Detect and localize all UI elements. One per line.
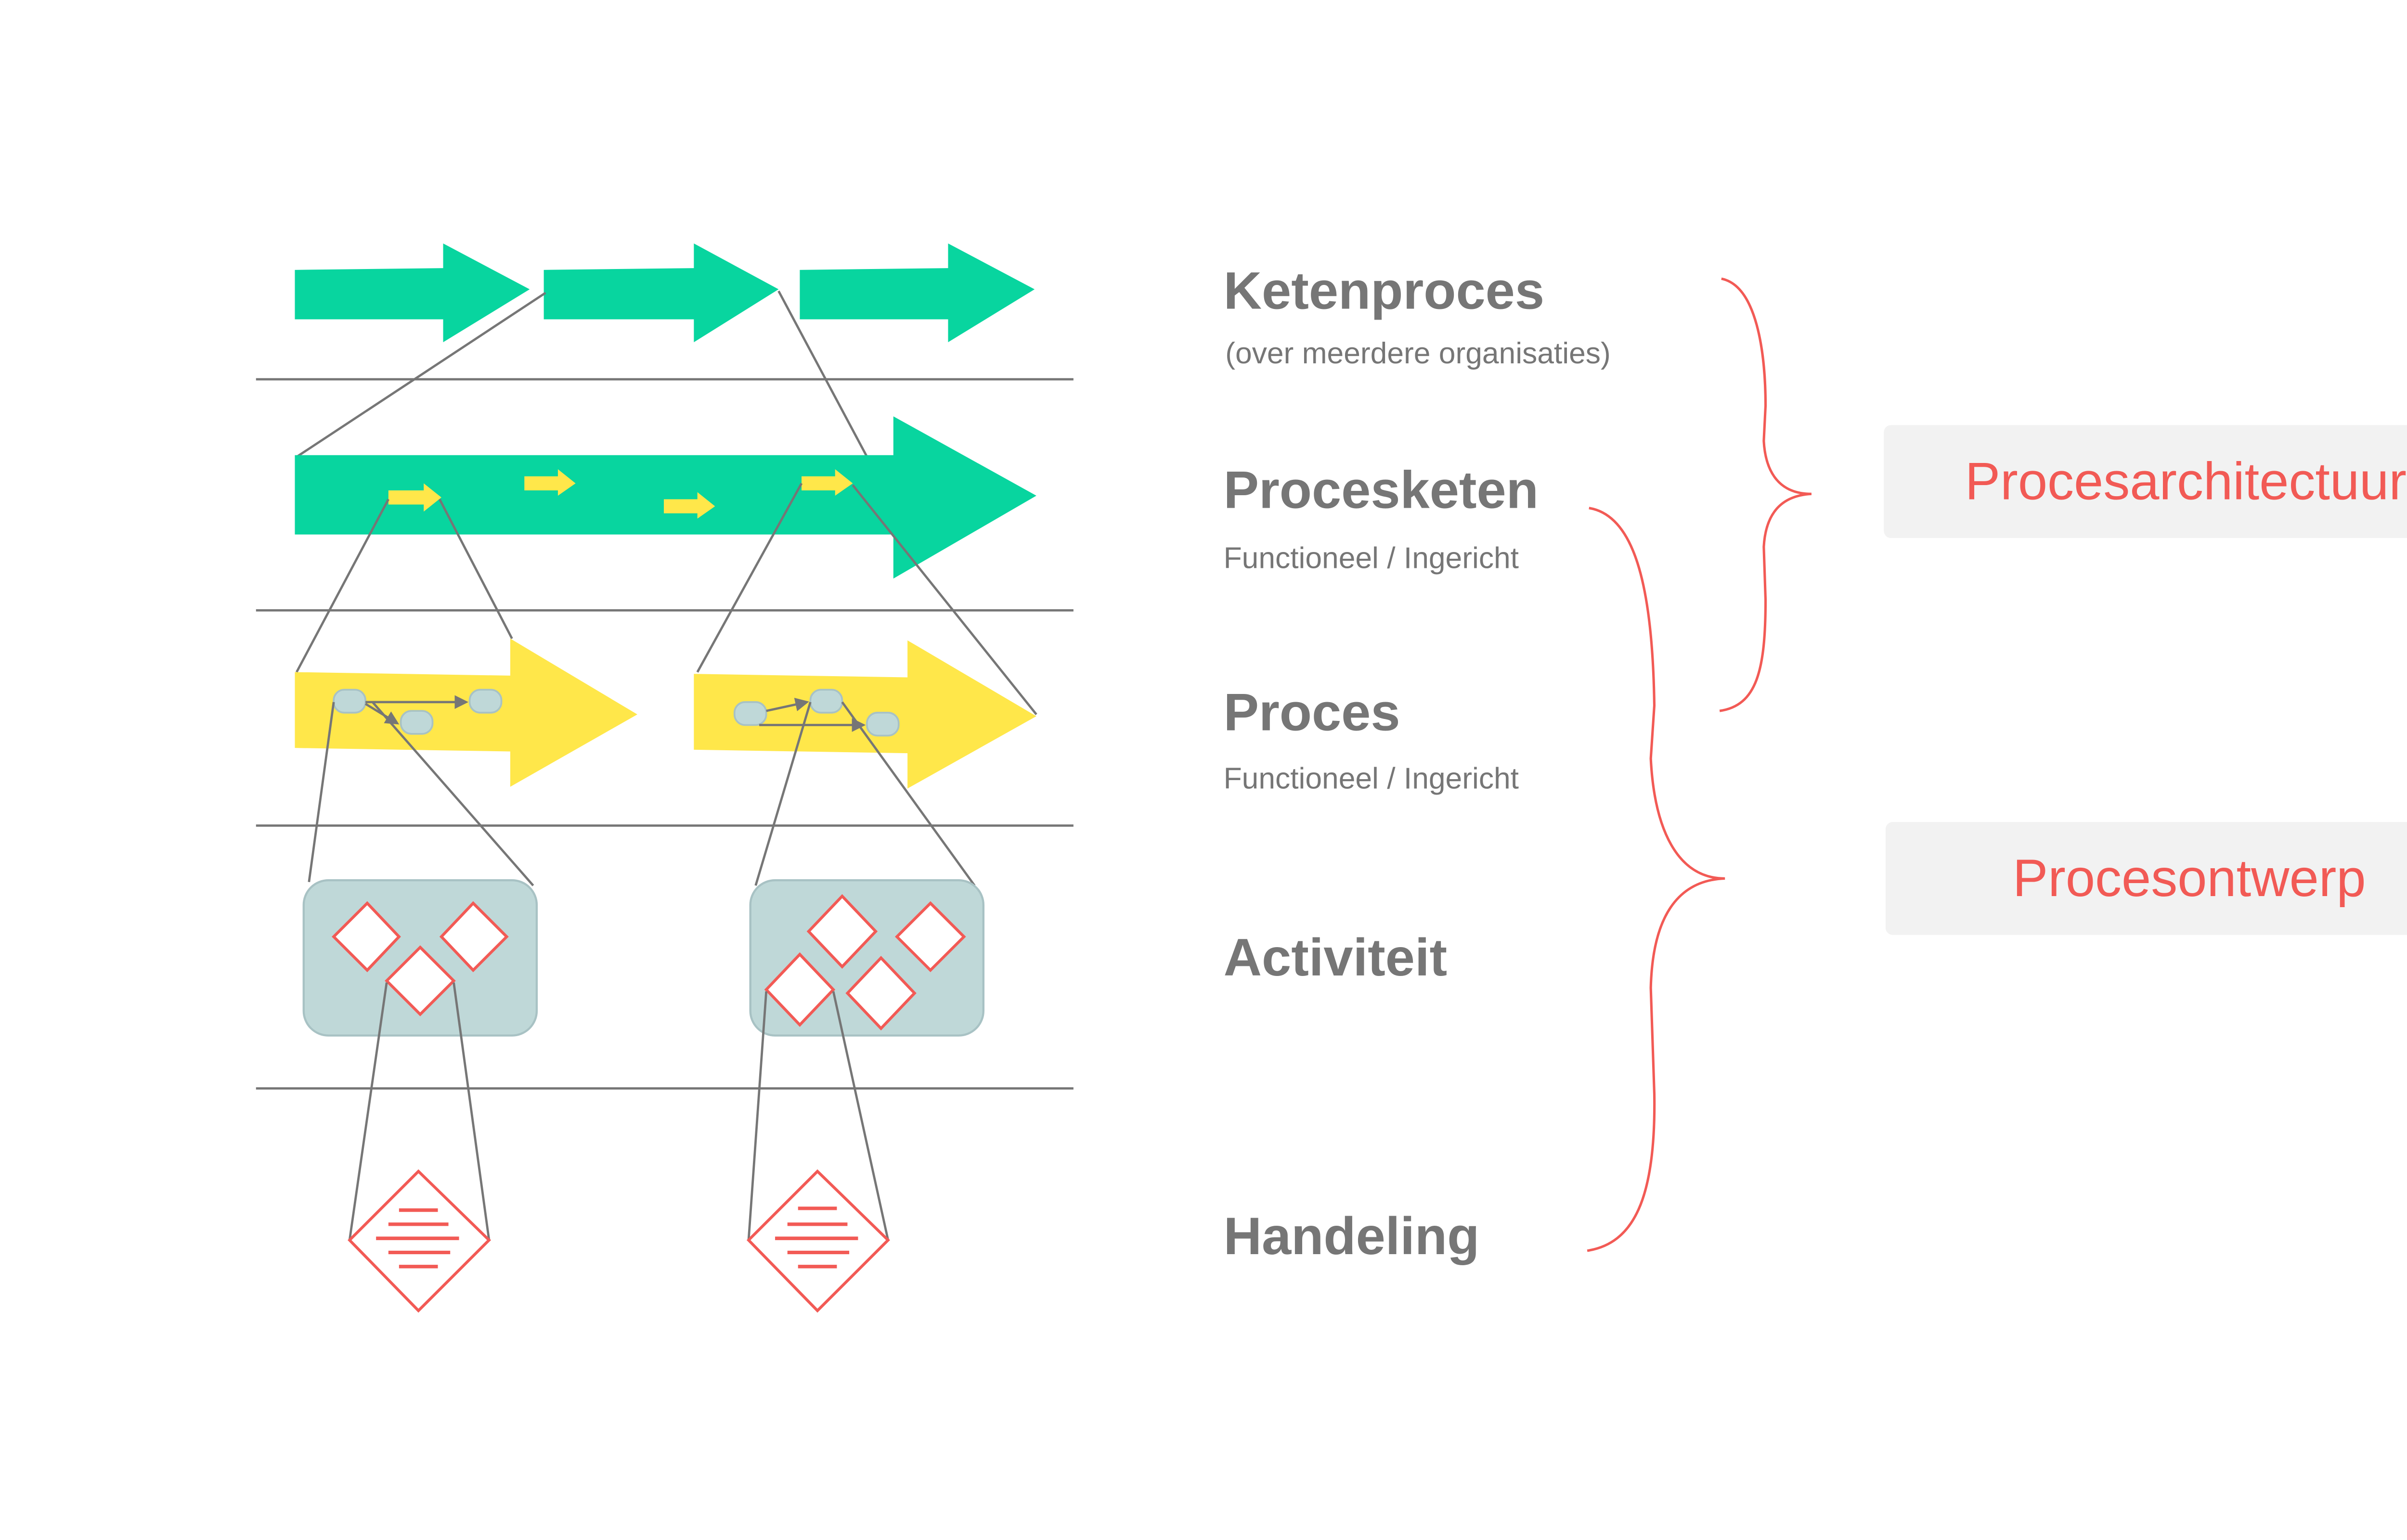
group-box-background <box>1885 822 2407 935</box>
zoom-connector <box>296 499 389 673</box>
proces-arrow-2 <box>694 640 1036 789</box>
level-subtitle-ketenproces: (over meerdere organisaties) <box>1225 337 1610 370</box>
chain-arrow <box>800 243 1035 343</box>
level-title-proces: Proces <box>1224 683 1400 742</box>
sub-process-arrow <box>388 483 441 512</box>
ketenproces-arrows <box>295 243 1035 343</box>
sub-process-arrow <box>802 469 853 496</box>
zoom-connector <box>852 484 1037 716</box>
process-step-node <box>468 689 503 714</box>
activity-diamond <box>845 956 917 1031</box>
activity-box-1 <box>302 879 538 1037</box>
level-title-ketenproces: Ketenproces <box>1224 261 1544 320</box>
action-diamond <box>746 1169 890 1313</box>
group-box-procesarchitectuur: Procesarchitectuur <box>1884 425 2407 538</box>
zoom-connector <box>372 701 534 886</box>
zoom-connector <box>754 702 812 886</box>
zoom-connector <box>439 499 513 640</box>
zoom-connector <box>296 292 546 458</box>
zoom-connector <box>747 991 768 1241</box>
process-step-node <box>733 701 767 726</box>
zoom-connector <box>832 991 890 1241</box>
group-box-procesontwerp: Procesontwerp <box>1885 822 2407 935</box>
level-title-handeling: Handeling <box>1224 1206 1480 1266</box>
process-step-node <box>333 689 367 714</box>
brace-procesontwerp <box>1587 507 1725 1252</box>
procesketen-arrow <box>295 416 1036 579</box>
chain-arrow-large <box>295 416 1036 579</box>
zoom-connector <box>841 701 976 886</box>
level-subtitle-procesketen: Functioneel / Ingericht <box>1224 541 1519 575</box>
sub-process-arrow <box>524 469 576 496</box>
activity-box-2 <box>749 879 985 1037</box>
activity-diamond <box>385 945 456 1016</box>
action-shape-1 <box>348 1169 492 1313</box>
zoom-connector <box>696 483 803 673</box>
activity-diamond <box>332 901 401 973</box>
flow-arrow <box>766 697 809 712</box>
sub-process-arrow <box>663 492 715 519</box>
action-shape-2 <box>746 1169 890 1313</box>
zoom-connector <box>348 982 388 1241</box>
level-subtitle-proces: Functioneel / Ingericht <box>1224 762 1519 796</box>
process-step-node <box>866 712 900 737</box>
brace-procesarchitectuur <box>1719 277 1812 712</box>
activity-diamond <box>439 901 509 973</box>
proces-arrow-1 <box>295 638 637 787</box>
process-arrow <box>295 638 637 787</box>
group-box-background <box>1884 425 2407 538</box>
chain-arrow <box>295 243 530 343</box>
activity-diamond <box>894 901 966 973</box>
level-title-procesketen: Procesketen <box>1224 461 1539 520</box>
zoom-connector <box>308 702 335 883</box>
zoom-connector <box>453 982 491 1241</box>
activity-diamond <box>806 894 878 969</box>
process-step-node <box>809 689 843 714</box>
action-diamond <box>348 1169 492 1313</box>
process-arrow <box>694 640 1036 789</box>
group-label-procesontwerp: Procesontwerp <box>2013 848 2366 908</box>
process-step-node <box>400 710 434 735</box>
chain-arrow <box>544 243 779 343</box>
group-label-procesarchitectuur: Procesarchitectuur <box>1965 451 2407 511</box>
level-title-activiteit: Activiteit <box>1224 928 1448 987</box>
activity-diamond <box>764 952 836 1027</box>
